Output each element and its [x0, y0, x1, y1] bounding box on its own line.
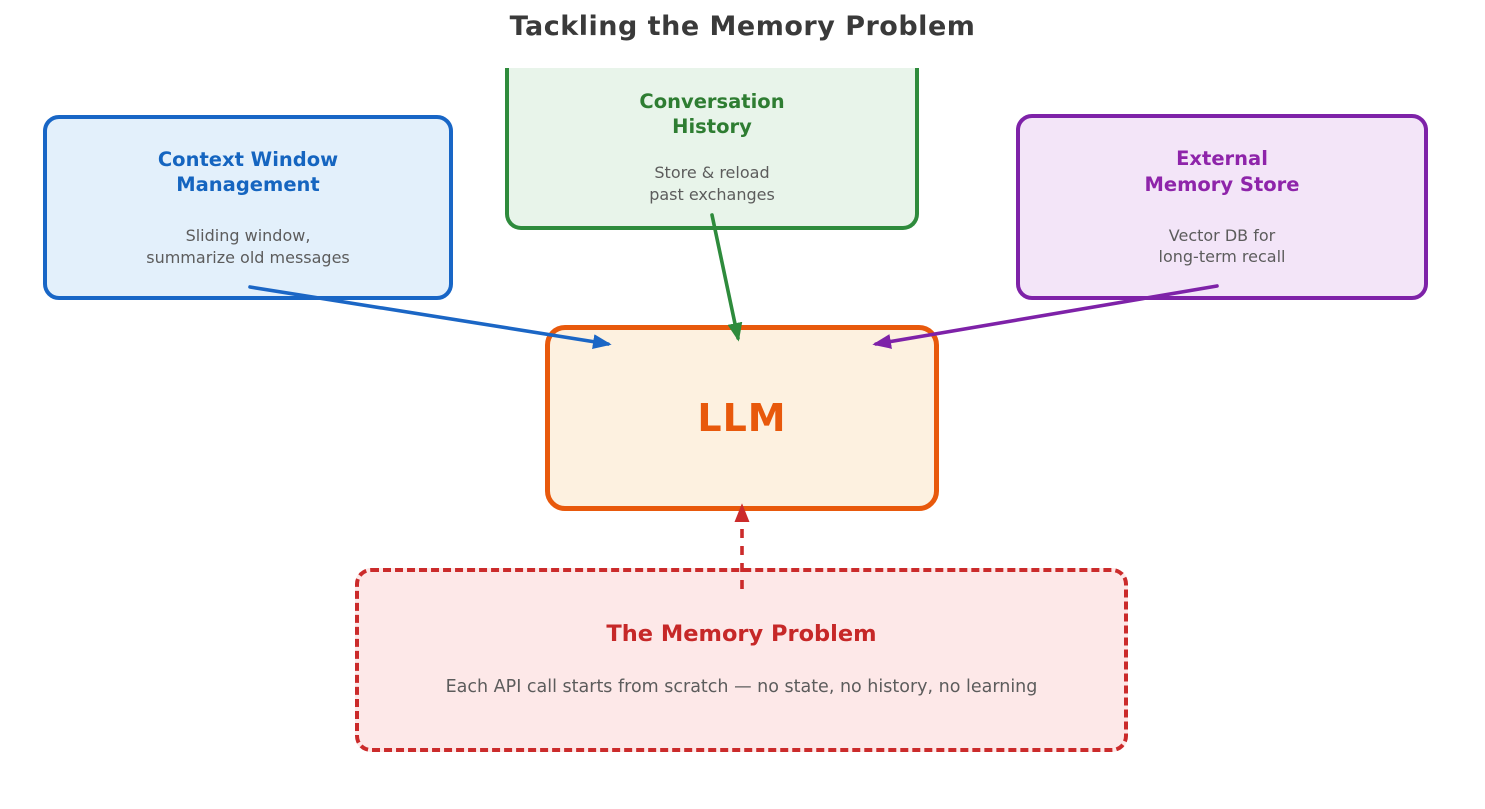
- memory-problem-description: Each API call starts from scratch — no s…: [445, 677, 1038, 698]
- node-memory-problem: The Memory Problem Each API call starts …: [355, 568, 1128, 752]
- conversation-history-description: Store & reload past exchanges: [649, 163, 775, 204]
- arrow-conversation-history-to-llm: [710, 213, 743, 342]
- node-context-window-management: Context Window Management Sliding window…: [43, 115, 453, 300]
- memory-problem-title: The Memory Problem: [606, 621, 877, 648]
- conversation-history-title: Conversation History: [639, 89, 785, 139]
- external-memory-title: External Memory Store: [1144, 147, 1300, 196]
- diagram-title: Tackling the Memory Problem: [509, 11, 976, 42]
- node-llm: LLM: [545, 325, 939, 511]
- context-window-title: Context Window Management: [157, 147, 339, 197]
- node-external-memory-store: External Memory Store Vector DB for long…: [1016, 114, 1428, 300]
- context-window-description: Sliding window, summarize old messages: [146, 226, 350, 267]
- llm-title: LLM: [697, 395, 787, 440]
- node-conversation-history: Conversation History Store & reload past…: [505, 68, 919, 230]
- external-memory-description: Vector DB for long-term recall: [1158, 225, 1286, 267]
